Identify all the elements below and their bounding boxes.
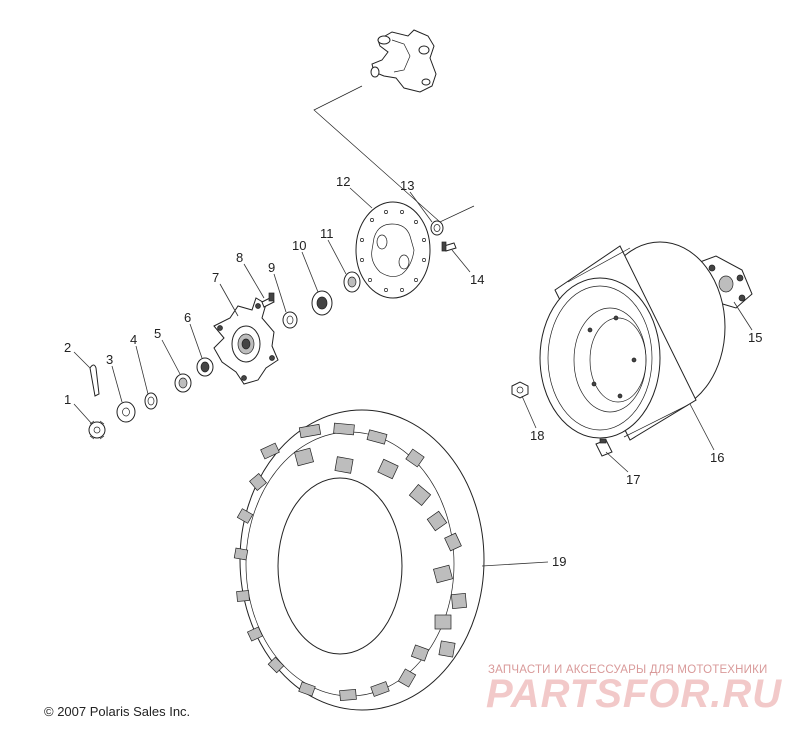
tire: [233, 409, 485, 711]
part-label-16: 16: [710, 450, 724, 465]
part-labels: 1 2 3 4 5 6 7 8 9 10 11 12 13 14 15 16 1…: [64, 174, 762, 569]
part-label-18: 18: [530, 428, 544, 443]
watermark-subtitle: ЗАПЧАСТИ И АКСЕССУАРЫ ДЛЯ МОТОТЕХНИКИ: [488, 664, 768, 676]
copyright-text: © 2007 Polaris Sales Inc.: [44, 704, 191, 719]
brake-disc: [355, 201, 431, 299]
inner-spacer: [282, 311, 298, 329]
part-label-13: 13: [400, 178, 414, 193]
part-label-12: 12: [336, 174, 350, 189]
part-label-2: 2: [64, 340, 71, 355]
part-label-8: 8: [236, 250, 243, 265]
bearing-outer: [196, 357, 214, 377]
seal: [174, 373, 192, 393]
part-label-1: 1: [64, 392, 71, 407]
sleeve: [430, 220, 444, 236]
part-label-9: 9: [268, 260, 275, 275]
spacer: [144, 392, 158, 410]
cotter-pin: [89, 364, 100, 397]
leader-lines: [73, 187, 753, 567]
steering-knuckle: [370, 29, 437, 93]
tire-tread: [233, 422, 467, 702]
part-label-4: 4: [130, 332, 137, 347]
part-label-6: 6: [184, 310, 191, 325]
bearing-inner: [311, 290, 333, 316]
washer: [116, 401, 136, 423]
wheel-rim: [539, 241, 726, 441]
disc-screw: [441, 241, 457, 252]
part-label-14: 14: [470, 272, 484, 287]
wheel-hub: [213, 297, 279, 385]
part-label-15: 15: [748, 330, 762, 345]
part-label-19: 19: [552, 554, 566, 569]
part-label-17: 17: [626, 472, 640, 487]
part-label-11: 11: [320, 226, 334, 241]
valve-stem: [595, 438, 613, 457]
lug-nut: [511, 381, 529, 399]
part-label-5: 5: [154, 326, 161, 341]
part-label-10: 10: [292, 238, 306, 253]
part-label-7: 7: [212, 270, 219, 285]
hub-bolt: [261, 292, 275, 308]
axis-guide-line: [313, 85, 475, 223]
inner-seal: [343, 271, 361, 293]
part-label-3: 3: [106, 352, 113, 367]
castle-nut: [88, 420, 106, 440]
watermark-logo: PARTSFOR.RU: [486, 672, 783, 716]
